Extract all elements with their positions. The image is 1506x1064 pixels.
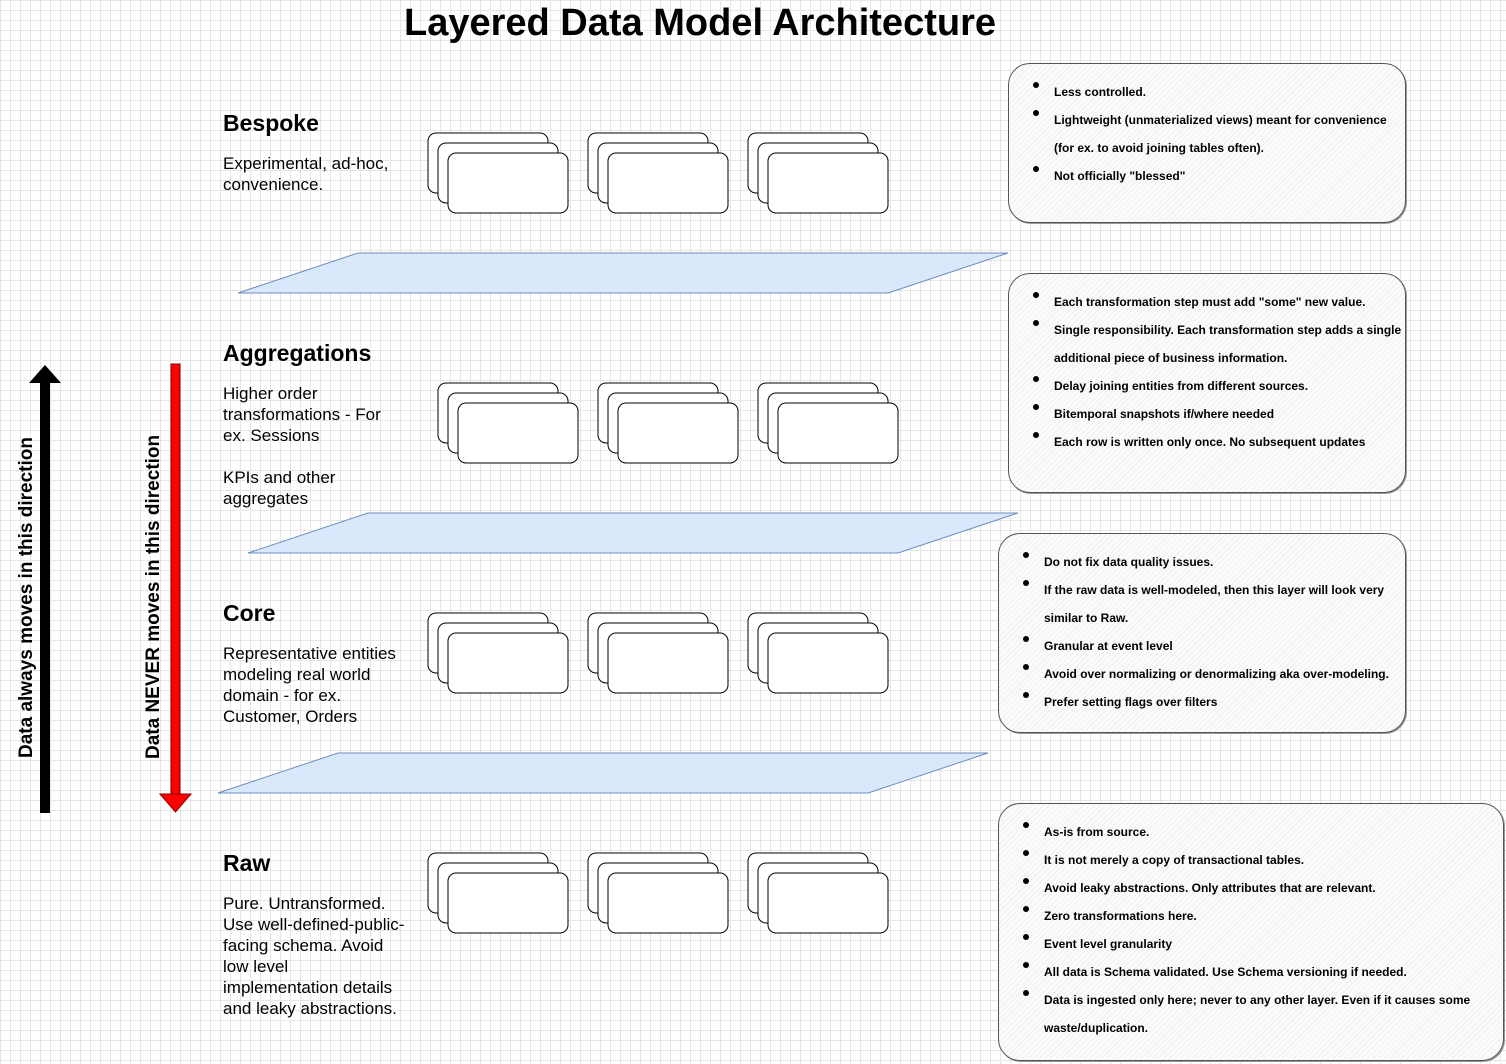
note-item: Avoid over normalizing or denormalizing … <box>1044 660 1405 688</box>
table-stack-icon <box>597 382 739 464</box>
layer-plane-core <box>217 752 989 794</box>
notes-box-bespoke: Less controlled. Lightweight (unmaterial… <box>1008 63 1406 223</box>
table-stacks <box>427 132 899 934</box>
table-card <box>767 872 889 934</box>
note-item: Event level granularity <box>1044 930 1503 958</box>
layer-title-raw: Raw <box>223 850 271 876</box>
desc-line: Higher order transformations - For ex. S… <box>223 384 381 445</box>
table-stack-icon <box>747 852 889 934</box>
table-stack-icon <box>747 132 889 214</box>
table-card <box>447 152 569 214</box>
layer-desc-raw: Pure. Untransformed. Use well-defined-pu… <box>223 893 405 1019</box>
up-arrow-label: Data always moves in this direction <box>16 437 37 758</box>
layer-desc-aggregations: Higher order transformations - For ex. S… <box>223 383 403 509</box>
table-card <box>607 872 729 934</box>
notes-box-aggregations: Each transformation step must add "some"… <box>1008 273 1406 493</box>
note-item: Prefer setting flags over filters <box>1044 688 1405 716</box>
table-stack-icon <box>587 132 729 214</box>
table-card <box>767 152 889 214</box>
page-title: Layered Data Model Architecture <box>404 2 996 44</box>
table-stack-icon <box>747 612 889 694</box>
table-stack-icon <box>427 612 569 694</box>
note-item: All data is Schema validated. Use Schema… <box>1044 958 1503 986</box>
table-stack-icon <box>427 132 569 214</box>
layer-plane-aggregations <box>247 512 1019 554</box>
table-stack-icon <box>437 382 579 464</box>
table-card <box>767 632 889 694</box>
desc-line: Pure. Untransformed. Use well-defined-pu… <box>223 894 405 1018</box>
desc-line: Representative entities modeling real wo… <box>223 644 396 726</box>
table-stack-icon <box>587 852 729 934</box>
table-stack-icon <box>427 852 569 934</box>
table-card <box>447 632 569 694</box>
layer-title-aggregations: Aggregations <box>223 340 372 366</box>
table-stack-icon <box>757 382 899 464</box>
desc-line: KPIs and other aggregates <box>223 468 336 508</box>
table-card <box>607 152 729 214</box>
down-arrow <box>158 363 193 813</box>
layer-title-core: Core <box>223 600 276 626</box>
note-item: Each transformation step must add "some"… <box>1054 288 1405 316</box>
up-arrow <box>29 365 61 813</box>
note-item: Data is ingested only here; never to any… <box>1044 986 1503 1042</box>
table-card <box>447 872 569 934</box>
down-arrow-label: Data NEVER moves in this direction <box>143 434 164 759</box>
note-item: Do not fix data quality issues. <box>1044 548 1405 576</box>
note-item: Delay joining entities from different so… <box>1054 372 1405 400</box>
notes-box-core: Do not fix data quality issues. If the r… <box>998 533 1406 733</box>
note-item: Less controlled. <box>1054 78 1405 106</box>
table-stack-icon <box>587 612 729 694</box>
layer-desc-bespoke: Experimental, ad-hoc, convenience. <box>223 153 408 195</box>
note-item: As-is from source. <box>1044 818 1503 846</box>
layer-title-bespoke: Bespoke <box>223 110 319 136</box>
note-item: Not officially "blessed" <box>1054 162 1405 190</box>
desc-line: Experimental, ad-hoc, convenience. <box>223 154 389 194</box>
layer-desc-core: Representative entities modeling real wo… <box>223 643 403 727</box>
note-item: Zero transformations here. <box>1044 902 1503 930</box>
notes-box-raw: As-is from source. It is not merely a co… <box>998 803 1504 1061</box>
note-item: Single responsibility. Each transformati… <box>1054 316 1405 372</box>
note-item: It is not merely a copy of transactional… <box>1044 846 1503 874</box>
note-item: Granular at event level <box>1044 632 1405 660</box>
note-item: Bitemporal snapshots if/where needed <box>1054 400 1405 428</box>
note-item: If the raw data is well-modeled, then th… <box>1044 576 1405 632</box>
table-card <box>777 402 899 464</box>
table-card <box>607 632 729 694</box>
layer-plane-bespoke <box>237 252 1009 294</box>
note-item: Avoid leaky abstractions. Only attribute… <box>1044 874 1503 902</box>
table-card <box>617 402 739 464</box>
note-item: Lightweight (unmaterialized views) meant… <box>1054 106 1405 162</box>
note-item: Each row is written only once. No subseq… <box>1054 428 1405 456</box>
table-card <box>457 402 579 464</box>
